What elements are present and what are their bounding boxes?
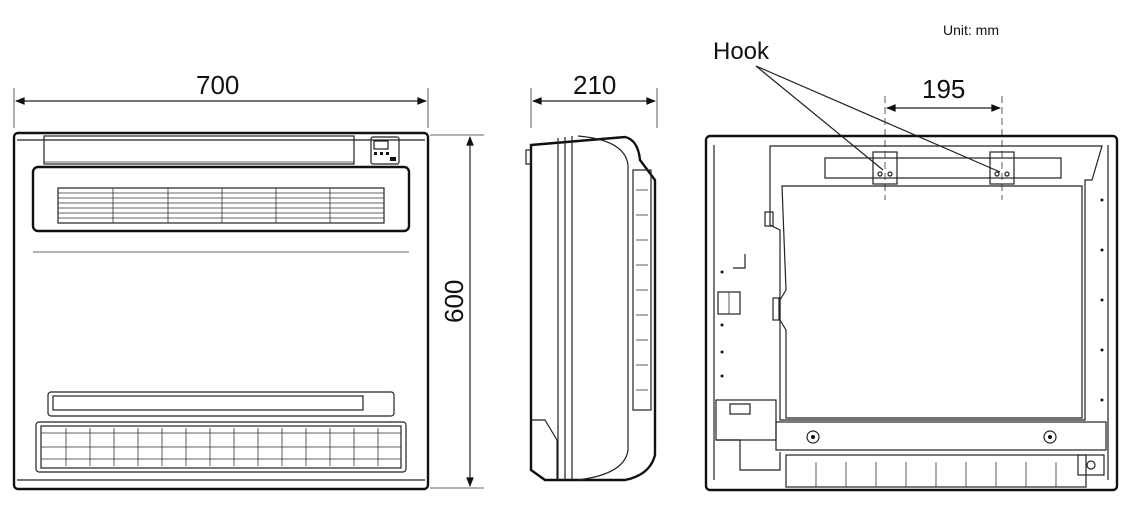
- front-cabinet: [12, 131, 430, 491]
- hook-leader-left: [755, 65, 884, 171]
- front-view: 700 600: [12, 70, 484, 491]
- front-height-label: 600: [439, 280, 469, 323]
- unit-label: Unit: mm: [943, 22, 999, 38]
- screw-left-icon: [806, 430, 820, 444]
- screw-right-icon: [1043, 430, 1057, 444]
- hook-label: Hook: [713, 38, 770, 65]
- hook-left-bracket: [872, 151, 898, 185]
- side-view: 210: [525, 70, 658, 482]
- back-cabinet: [704, 134, 1119, 492]
- hook-spacing-label: 195: [922, 74, 965, 104]
- side-depth-dimension: 210: [530, 70, 658, 128]
- display-panel-icon: [370, 136, 400, 165]
- front-height-dimension: 600: [430, 134, 484, 489]
- side-cabinet: [529, 135, 657, 482]
- hook-leader-right: [755, 65, 1001, 173]
- hook-spacing-dimension: 195: [884, 74, 1003, 200]
- bottom-grille: [785, 454, 1087, 488]
- back-view: Hook 195: [704, 38, 1119, 492]
- side-fins: [632, 169, 652, 411]
- lower-grille: [41, 428, 401, 466]
- side-depth-label: 210: [573, 70, 616, 100]
- front-width-label: 700: [196, 70, 239, 100]
- front-width-dimension: 700: [13, 70, 429, 128]
- hook-right-bracket: [989, 151, 1015, 185]
- upper-louvers: [58, 188, 384, 223]
